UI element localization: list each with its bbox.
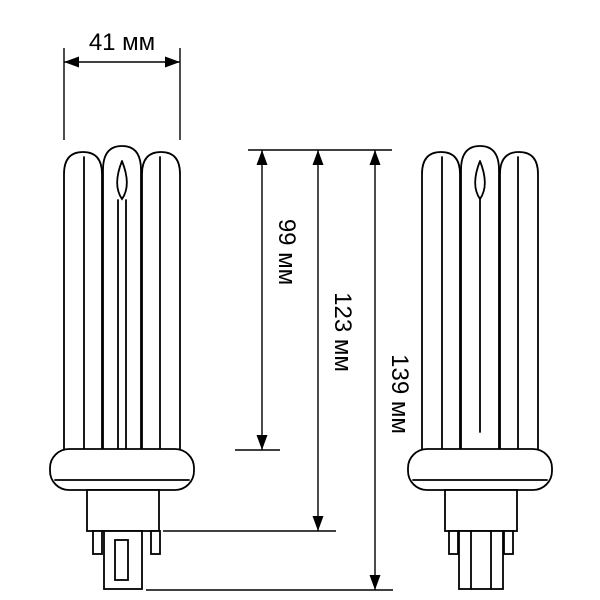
right-lamp-holder	[444, 489, 518, 532]
right-lamp	[407, 145, 553, 590]
dim-99-arrow-bottom	[256, 435, 268, 450]
left-lamp-holder	[86, 489, 160, 532]
dim-139-arrow-bottom	[369, 575, 381, 590]
dim-123-label: 123 мм	[329, 292, 356, 372]
width-arrow-left	[64, 56, 79, 68]
vertical-dimensions: 99 мм 123 мм 139 мм	[146, 149, 413, 591]
right-lamp-cap	[407, 448, 553, 491]
dim-123-arrow-bottom	[312, 516, 324, 531]
width-arrow-right	[165, 56, 180, 68]
left-lamp-base	[49, 448, 195, 590]
left-lamp-tube-left	[63, 151, 103, 450]
dim-99-arrow-top	[256, 150, 268, 165]
left-lamp	[49, 145, 195, 590]
dim-123-arrow-top	[312, 150, 324, 165]
dim-139-arrow-top	[369, 150, 381, 165]
left-lamp-cap	[49, 448, 195, 491]
left-lamp-exhaust-tip	[116, 160, 128, 201]
right-lamp-tubes	[421, 145, 539, 450]
right-lamp-key-block	[458, 530, 504, 590]
left-lamp-pin-left	[92, 530, 103, 555]
dim-99-label: 99 мм	[273, 219, 300, 285]
left-lamp-tubes	[63, 145, 181, 450]
right-lamp-base	[407, 448, 553, 590]
right-lamp-tube-right	[499, 151, 539, 450]
right-lamp-exhaust-tip	[474, 160, 486, 201]
left-lamp-tube-right	[141, 151, 181, 450]
width-dimension: 41 мм	[63, 29, 181, 140]
width-dim-label: 41 мм	[89, 29, 155, 56]
dimension-139: 139 мм	[369, 150, 413, 590]
dim-139-label: 139 мм	[386, 354, 413, 434]
right-lamp-pin-left	[448, 530, 459, 555]
right-lamp-tube-left	[421, 151, 461, 450]
right-lamp-tube-middle	[460, 145, 500, 450]
left-lamp-tube-middle	[102, 145, 142, 450]
left-lamp-pin-right	[150, 530, 161, 555]
left-lamp-key-slot	[114, 539, 129, 581]
right-lamp-pin-right	[503, 530, 514, 555]
dimension-99: 99 мм	[256, 150, 300, 450]
dimension-123: 123 мм	[312, 150, 356, 531]
